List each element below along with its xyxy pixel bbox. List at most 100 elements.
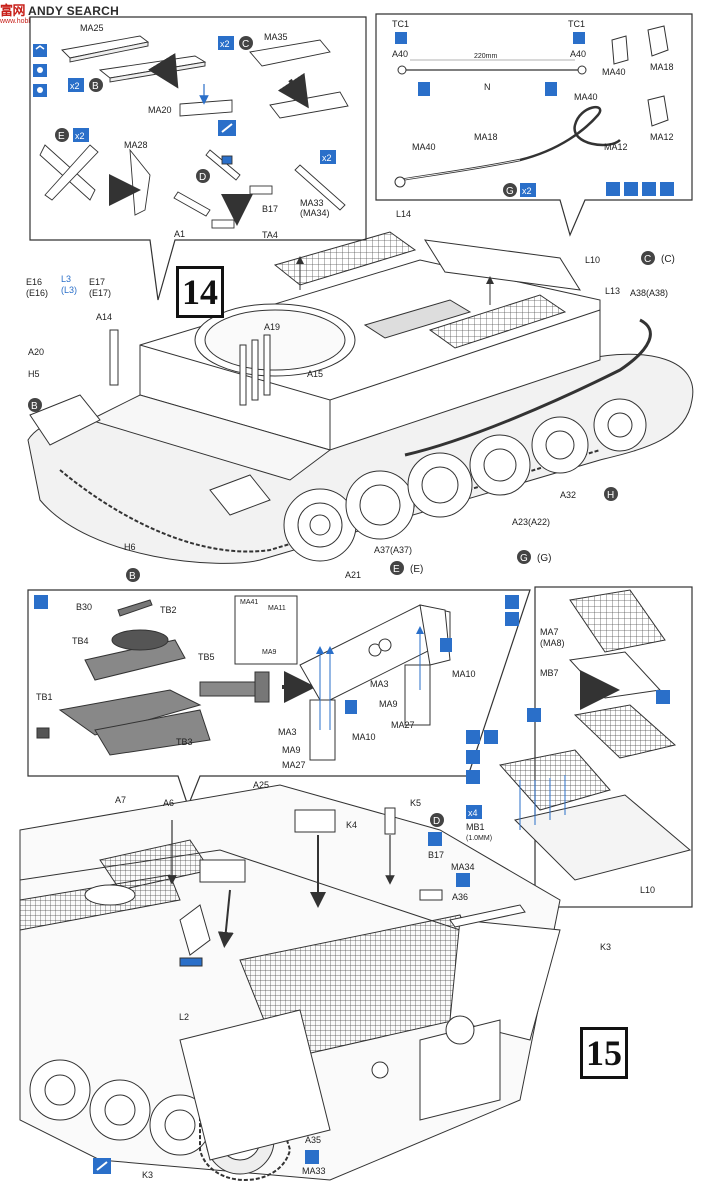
- label: A37(A37): [374, 545, 412, 555]
- label: (MA8): [540, 638, 565, 648]
- label: A40: [570, 49, 586, 59]
- label: A40: [392, 49, 408, 59]
- label: MA10: [352, 732, 376, 742]
- label: A36: [452, 892, 468, 902]
- step-number-15: 15: [580, 1027, 628, 1079]
- label: L10: [640, 885, 655, 895]
- svg-text:B: B: [92, 81, 99, 92]
- label: MA40: [412, 142, 436, 152]
- label: TC1: [392, 19, 409, 29]
- label: MA25: [80, 23, 104, 33]
- label: L14: [396, 209, 411, 219]
- step-15-hull: [19, 784, 561, 1181]
- label: MA40: [602, 67, 626, 77]
- label: (L3): [61, 285, 77, 295]
- label: K4: [346, 820, 357, 830]
- label: B30: [76, 602, 92, 612]
- svg-text:E: E: [58, 131, 65, 142]
- label: A25: [253, 780, 269, 790]
- svg-text:G: G: [506, 186, 514, 197]
- step-14-hull: [27, 231, 694, 564]
- label: TB5: [198, 652, 215, 662]
- marker-x4: x4: [466, 805, 482, 819]
- label: A21: [345, 570, 361, 580]
- label: MA35: [264, 32, 288, 42]
- svg-text:x2: x2: [75, 131, 85, 141]
- step14-letter-markers: B B C (C) H G (G) E (E): [28, 251, 675, 582]
- svg-text:(C): (C): [661, 254, 675, 265]
- label: (E17): [89, 288, 111, 298]
- label: MB1: [466, 822, 485, 832]
- marker-d: D: [196, 169, 210, 183]
- label: TC1: [568, 19, 585, 29]
- label: MA40: [574, 92, 598, 102]
- label: MA12: [650, 132, 674, 142]
- svg-text:x2: x2: [322, 153, 332, 163]
- svg-text:G: G: [520, 553, 528, 564]
- label: (MA34): [300, 208, 330, 218]
- svg-text:C: C: [242, 39, 249, 50]
- label: N: [484, 82, 491, 92]
- label: MA9: [379, 699, 398, 709]
- label: A19: [264, 322, 280, 332]
- marker-x2-ma33: x2: [320, 150, 336, 164]
- label: A6: [163, 798, 174, 808]
- label: A14: [96, 312, 112, 322]
- part-ta4-drawing: [173, 149, 273, 229]
- label: TB3: [176, 737, 193, 747]
- label: TB1: [36, 692, 53, 702]
- svg-text:E: E: [393, 564, 400, 575]
- label: MA33: [302, 1166, 326, 1176]
- svg-text:(E): (E): [410, 564, 423, 575]
- inset-box-2: TC1 A40 TC1 A40 220mm N MA40 MA18 MA12 M…: [375, 13, 693, 237]
- label: MA9: [282, 745, 301, 755]
- watermark-logo: 富网: [0, 4, 26, 19]
- label: L2: [179, 1012, 189, 1022]
- label: A23(A22): [512, 517, 550, 527]
- label: A1: [174, 229, 185, 239]
- inset-box-3: B30 TB2 TB4 TB1 TB5 TB3 MA41 MA11 MA9 MA…: [27, 589, 531, 808]
- label: K3: [600, 942, 611, 952]
- step-number-14: 14: [176, 266, 224, 318]
- label: L3: [61, 274, 71, 284]
- label: TA4: [262, 230, 278, 240]
- label: B17: [428, 850, 444, 860]
- label: MA3: [370, 679, 389, 689]
- svg-text:C: C: [644, 254, 651, 265]
- label: A32: [560, 490, 576, 500]
- watermark-brand: ANDY SEARCH: [28, 4, 120, 18]
- label: A35: [305, 1135, 321, 1145]
- label: L13: [605, 286, 620, 296]
- svg-text:D: D: [433, 816, 440, 827]
- label: MA27: [391, 720, 415, 730]
- label: MA12: [604, 142, 628, 152]
- part-ma35-drawing: [249, 39, 349, 119]
- step15-markers: D: [93, 813, 470, 1174]
- cable-length: 220mm: [474, 53, 498, 60]
- label: MB7: [540, 668, 559, 678]
- inset-box-4: MA7 (MA8) MB7 MB1 (1.0MM) L10 x4: [466, 586, 693, 908]
- label: H5: [28, 369, 40, 379]
- label: (E16): [26, 288, 48, 298]
- label: (1.0MM): [466, 835, 492, 842]
- label: MA41: [240, 599, 258, 606]
- label: A38(A38): [630, 288, 668, 298]
- label: K3: [142, 1170, 153, 1180]
- part-ma33-drawing: [294, 164, 346, 211]
- label: L10: [585, 255, 600, 265]
- label: MA27: [282, 760, 306, 770]
- label: A20: [28, 347, 44, 357]
- label: TB4: [72, 636, 89, 646]
- label: MA9: [262, 649, 277, 656]
- label: H6: [124, 542, 136, 552]
- label: TB2: [160, 605, 177, 615]
- label: A15: [307, 369, 323, 379]
- svg-text:x2: x2: [220, 39, 230, 49]
- cement-icons-row: [606, 182, 674, 196]
- label: MA11: [268, 605, 286, 612]
- label: MA33: [300, 198, 324, 208]
- label: B17: [262, 204, 278, 214]
- cement-icons: [33, 44, 47, 97]
- label: MA34: [451, 862, 475, 872]
